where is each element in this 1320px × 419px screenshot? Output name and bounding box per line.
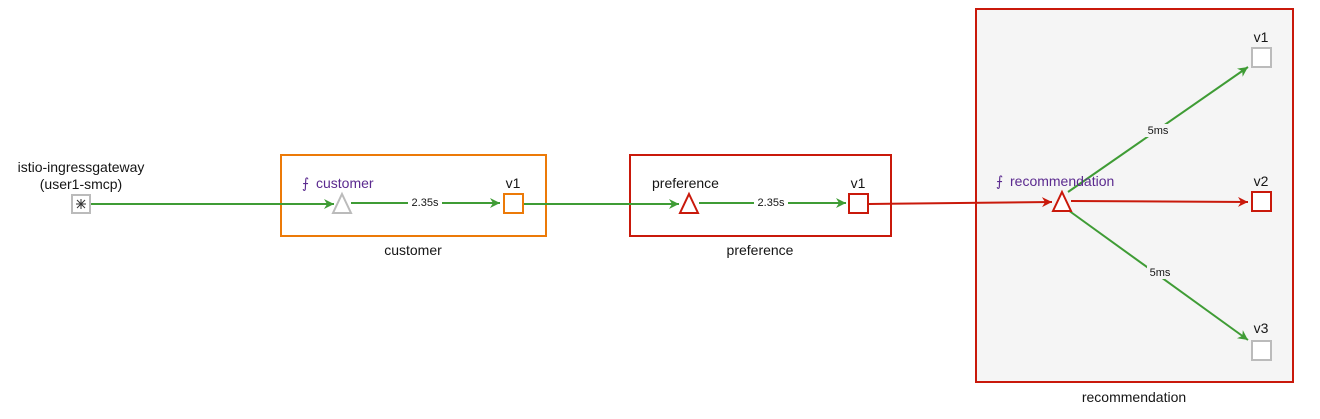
gateway-namespace-label: (user1-smcp) bbox=[40, 176, 122, 192]
gateway-icon bbox=[76, 199, 86, 209]
edge-label-preference-response-time: 2.35s bbox=[758, 197, 785, 209]
customer-app-label: customer bbox=[384, 242, 442, 258]
customer-service-node[interactable] bbox=[331, 191, 353, 214]
recommendation-v3-workload-node[interactable] bbox=[1251, 340, 1272, 361]
edge-label-customer-response-time: 2.35s bbox=[412, 197, 439, 209]
preference-service-label: preference bbox=[652, 175, 719, 191]
customer-service-label: customer bbox=[316, 175, 374, 191]
virtual-service-icon: ⨍ bbox=[996, 173, 1003, 189]
gateway-node[interactable] bbox=[71, 194, 91, 214]
edge-label-recommendation-v3: 5ms bbox=[1150, 267, 1171, 279]
customer-service-label-group: ⨍ customer bbox=[302, 175, 374, 191]
preference-version-label: v1 bbox=[851, 175, 866, 191]
preference-service-node[interactable] bbox=[678, 191, 700, 214]
preference-app-label: preference bbox=[727, 242, 794, 258]
gateway-name-label: istio-ingressgateway bbox=[18, 159, 145, 175]
preference-v1-workload-node[interactable] bbox=[848, 193, 869, 214]
recommendation-app-label: recommendation bbox=[1082, 389, 1186, 405]
recommendation-v3-label: v3 bbox=[1254, 320, 1269, 336]
edge-recommendation-to-v2[interactable] bbox=[1070, 196, 1249, 207]
recommendation-v1-workload-node[interactable] bbox=[1251, 47, 1272, 68]
recommendation-service-node[interactable] bbox=[1051, 189, 1073, 212]
recommendation-service-label: recommendation bbox=[1010, 173, 1114, 189]
app-box-recommendation[interactable] bbox=[975, 8, 1294, 383]
customer-v1-workload-node[interactable] bbox=[503, 193, 524, 214]
edge-label-recommendation-v1: 5ms bbox=[1148, 125, 1169, 137]
recommendation-service-label-group: ⨍ recommendation bbox=[996, 173, 1114, 189]
recommendation-v2-workload-node[interactable] bbox=[1251, 191, 1272, 212]
customer-version-label: v1 bbox=[506, 175, 521, 191]
virtual-service-icon: ⨍ bbox=[302, 175, 309, 191]
edge-preference-to-recommendation[interactable] bbox=[868, 197, 1053, 208]
recommendation-v1-label: v1 bbox=[1254, 29, 1269, 45]
recommendation-v2-label: v2 bbox=[1254, 173, 1269, 189]
